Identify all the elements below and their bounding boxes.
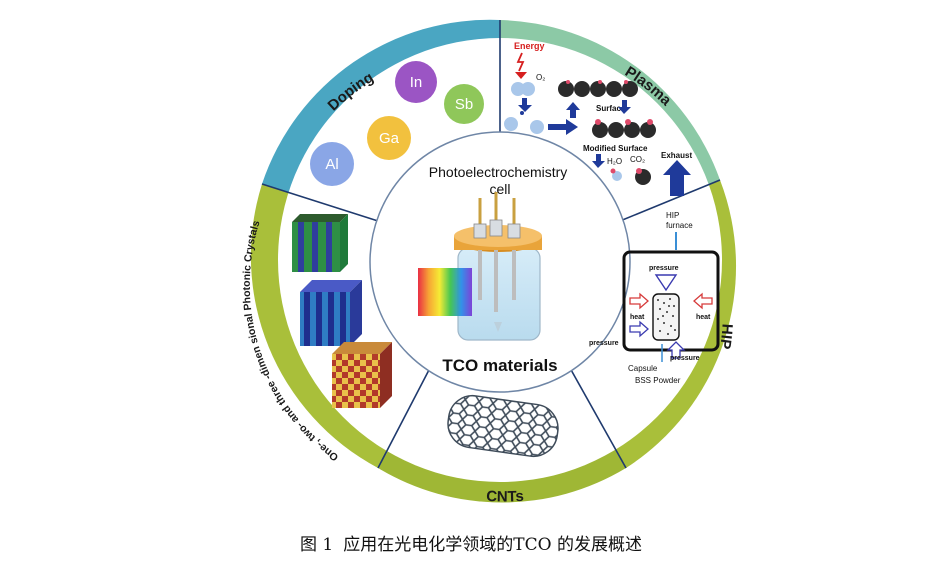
pressure-arrow-top-icon — [654, 274, 678, 292]
pressure-label-top: pressure — [649, 265, 679, 272]
heat-label-left: heat — [630, 314, 645, 321]
gallium-bubble — [367, 116, 411, 160]
photonic-crystals — [292, 214, 392, 408]
heat-arrow-left-icon — [629, 292, 649, 310]
gallium-label: Ga — [379, 130, 400, 147]
pec-cell: Photoelectrochemistry cell TCO materials — [418, 164, 567, 375]
modified-surface-label: Modified Surface — [583, 144, 648, 153]
indium-label: In — [410, 74, 423, 91]
figure-caption: 图 1 应用在光电化学领域的TCO 的发展概述 — [0, 530, 952, 555]
hip-illustration: HIP furnace pressure heat heat pressure … — [589, 211, 720, 385]
hip-furnace-label: HIP furnace — [666, 211, 693, 230]
plasma-illustration: Energy O₂ Surface Modified Surface H₂O C… — [504, 41, 692, 196]
capsule-label: Capsule — [628, 364, 658, 373]
co2-label: CO₂ — [630, 155, 645, 164]
cnts-label: CNTs — [486, 488, 525, 506]
plasma-up-arrow-icon — [566, 102, 580, 118]
bss-powder-label: BSS Powder — [635, 376, 681, 385]
tco-overview-figure: Doping Plasma HIP CNTs One-, two- and th… — [241, 19, 737, 506]
surface-spheres — [558, 80, 638, 97]
pressure-label-bottom: pressure — [670, 355, 700, 362]
doping-elements: In Sb Ga Al — [310, 61, 484, 186]
heat-label-right: heat — [696, 314, 711, 321]
energy-label: Energy — [514, 41, 545, 51]
aluminium-label: Al — [325, 156, 338, 173]
exhaust-arrow-icon — [663, 160, 691, 196]
heat-arrow-right-icon — [693, 292, 713, 310]
sector-dividers — [261, 20, 721, 469]
bss-powder — [657, 298, 676, 335]
surface-label: Surface — [596, 104, 626, 113]
pressure-arrow-left-icon — [629, 320, 649, 338]
two-d-crystal — [300, 280, 362, 346]
modified-surface-spheres — [592, 119, 656, 138]
aluminium-bubble — [310, 142, 354, 186]
tco-materials-label: TCO materials — [442, 356, 557, 375]
energy-arrow-icon — [515, 72, 527, 79]
pressure-label-left: pressure — [589, 340, 619, 347]
caption-number: 图 1 — [300, 535, 334, 555]
antimony-bubble — [444, 84, 484, 124]
caption-text: 应用在光电化学领域的TCO 的发展概述 — [343, 535, 642, 555]
down-arrow-icon — [494, 322, 502, 332]
o2-label: O₂ — [536, 73, 545, 82]
antimony-label: Sb — [455, 96, 473, 113]
h2o-label: H₂O — [607, 157, 622, 166]
lightning-icon — [516, 52, 525, 72]
three-d-crystal — [332, 342, 392, 408]
exhaust-label: Exhaust — [661, 151, 692, 160]
capsule-body — [652, 293, 680, 341]
light-spectrum — [418, 268, 472, 316]
indium-bubble — [395, 61, 437, 103]
pressure-arrow-bottom-icon — [666, 341, 686, 359]
hip-label: HIP — [716, 323, 735, 350]
plasma-right-arrow-icon — [548, 119, 578, 135]
one-d-crystal — [292, 214, 348, 272]
carbon-nanotube — [447, 394, 559, 458]
